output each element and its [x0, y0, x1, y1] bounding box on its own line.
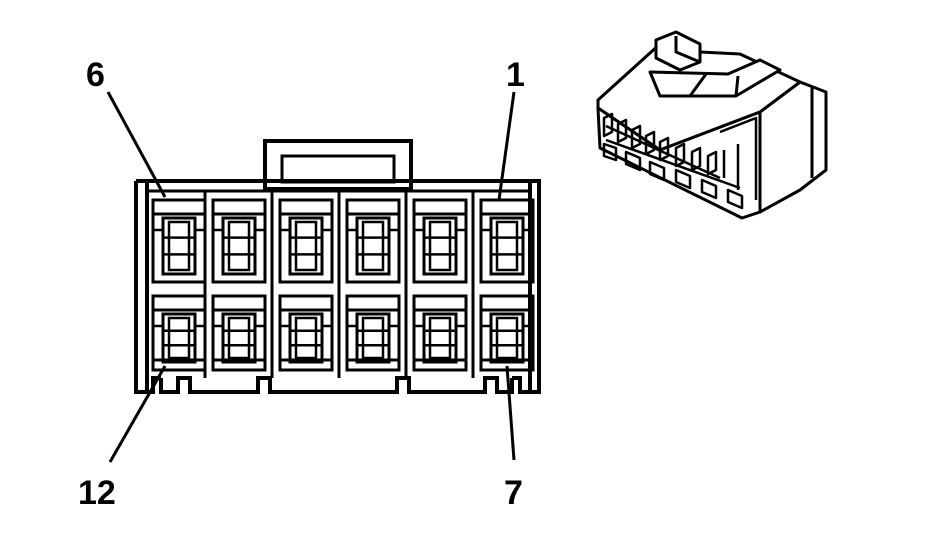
- leader-pin-1: [497, 91, 516, 201]
- connector-housing: [134, 179, 541, 394]
- leader-pin-6: [106, 91, 167, 198]
- connector-isometric-view: [596, 30, 828, 220]
- terminal-cavity: [278, 294, 334, 372]
- leader-pin-7: [505, 365, 516, 461]
- terminal-cavities: [151, 198, 535, 372]
- terminal-cavity: [479, 294, 535, 372]
- leader-pin-12: [108, 365, 167, 463]
- terminal-cavity: [278, 198, 334, 284]
- terminal-cavity: [345, 294, 401, 372]
- terminal-cavity: [345, 198, 401, 284]
- pin-label-7: 7: [504, 474, 523, 512]
- pin-label-6: 6: [86, 56, 105, 94]
- iso-cavities: [602, 112, 758, 210]
- connector-face-view: [134, 139, 541, 394]
- pin-label-12: 12: [78, 474, 116, 512]
- terminal-cavity: [412, 294, 468, 372]
- terminal-cavity: [479, 198, 535, 284]
- terminal-cavity: [211, 198, 267, 284]
- leader-lines: [106, 91, 516, 463]
- bottom-rim: [159, 376, 514, 394]
- terminal-cavity: [211, 294, 267, 372]
- terminal-cavity: [151, 294, 207, 372]
- terminal-cavity: [412, 198, 468, 284]
- pin-label-1: 1: [506, 56, 525, 94]
- terminal-cavity: [151, 198, 207, 284]
